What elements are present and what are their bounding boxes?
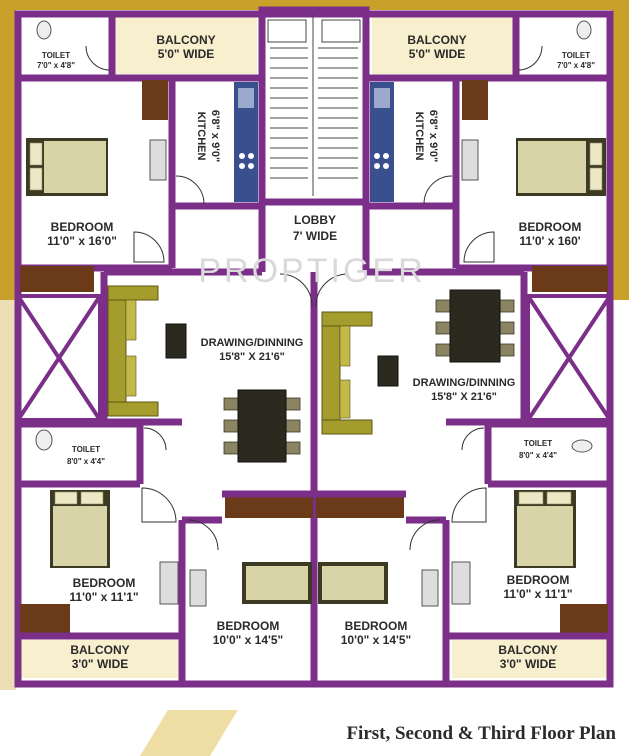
- label-toilet-tr: TOILET: [562, 51, 590, 60]
- size-kitchen-left: 6'8" x 9'0": [209, 110, 221, 162]
- label-lobby: LOBBY: [294, 213, 336, 227]
- kitchen-counter-left: [234, 82, 258, 202]
- label-bedroom-tr: BEDROOM: [519, 220, 582, 234]
- size-balcony-tr: 5'0" WIDE: [409, 47, 466, 61]
- label-kitchen-right: KITCHEN: [413, 112, 425, 161]
- shaft-right: [526, 294, 612, 422]
- label-balcony-tl: BALCONY: [156, 33, 215, 47]
- sofa-right: [321, 311, 373, 435]
- label-bedroom-br: BEDROOM: [507, 573, 570, 587]
- label-balcony-bl: BALCONY: [70, 643, 129, 657]
- label-balcony-tr: BALCONY: [407, 33, 466, 47]
- dining-table-left: [223, 389, 301, 463]
- bed-bottom-left: [50, 490, 110, 568]
- balcony-bottom-right-fill: [452, 640, 610, 678]
- balcony-top-left-fill: [115, 16, 257, 74]
- size-kitchen-right: 6'8" x 9'0": [427, 110, 439, 162]
- size-bedroom-tr: 11'0' x 160': [519, 234, 580, 248]
- label-toilet-ml: TOILET: [72, 445, 100, 454]
- label-toilet-tl: TOILET: [42, 51, 70, 60]
- label-bedroom-cl: BEDROOM: [217, 619, 280, 633]
- label-bedroom-bl: BEDROOM: [73, 576, 136, 590]
- balcony-top-right-fill: [372, 16, 514, 74]
- bed-top-left: [26, 138, 108, 196]
- size-bedroom-cl: 10'0" x 14'5": [213, 633, 283, 647]
- coffee-table-right: [377, 355, 399, 387]
- coffee-table-left: [165, 323, 187, 359]
- label-drawing-right: DRAWING/DINNING: [413, 377, 516, 389]
- size-bedroom-br: 11'0" x 11'1": [503, 587, 572, 601]
- wc-icon: [35, 20, 593, 453]
- size-drawing-right: 15'8" X 21'6": [431, 391, 497, 403]
- size-balcony-br: 3'0" WIDE: [500, 657, 557, 671]
- size-toilet-ml: 8'0" x 4'4": [67, 457, 105, 466]
- size-bedroom-tl: 11'0" x 16'0": [47, 234, 117, 248]
- doors: [85, 45, 543, 551]
- size-lobby: 7' WIDE: [293, 229, 337, 243]
- balcony-bottom-left-fill: [20, 640, 178, 678]
- sofa-left: [107, 285, 159, 417]
- bed-bottom-right: [514, 490, 576, 568]
- size-balcony-tl: 5'0" WIDE: [158, 47, 215, 61]
- label-kitchen-left: KITCHEN: [195, 112, 207, 161]
- size-toilet-tr: 7'0" x 4'8": [557, 61, 595, 70]
- size-balcony-bl: 3'0" WIDE: [72, 657, 129, 671]
- watermark: PROPTIGER: [198, 252, 425, 290]
- size-toilet-mr: 8'0" x 4'4": [519, 451, 557, 460]
- label-bedroom-tl: BEDROOM: [51, 220, 114, 234]
- room-labels: BALCONY 5'0" WIDE BALCONY 5'0" WIDE TOIL…: [37, 33, 595, 671]
- staircase: [267, 14, 361, 196]
- plan-title: First, Second & Third Floor Plan: [346, 723, 616, 744]
- label-bedroom-cr: BEDROOM: [345, 619, 408, 633]
- size-toilet-tl: 7'0" x 4'8": [37, 61, 75, 70]
- bed-center-left: [242, 562, 312, 604]
- size-bedroom-cr: 10'0" x 14'5": [341, 633, 411, 647]
- size-bedroom-bl: 11'0" x 11'1": [69, 590, 138, 604]
- label-drawing-left: DRAWING/DINNING: [201, 337, 304, 349]
- bed-center-right: [318, 562, 388, 604]
- bed-top-right: [516, 138, 606, 196]
- label-balcony-br: BALCONY: [498, 643, 557, 657]
- dining-table-right: [435, 289, 515, 363]
- label-toilet-mr: TOILET: [524, 439, 552, 448]
- kitchen-counter-right: [370, 82, 394, 202]
- stair-wall: [258, 6, 370, 206]
- size-drawing-left: 15'8" X 21'6": [219, 351, 285, 363]
- shaft-left: [16, 294, 102, 422]
